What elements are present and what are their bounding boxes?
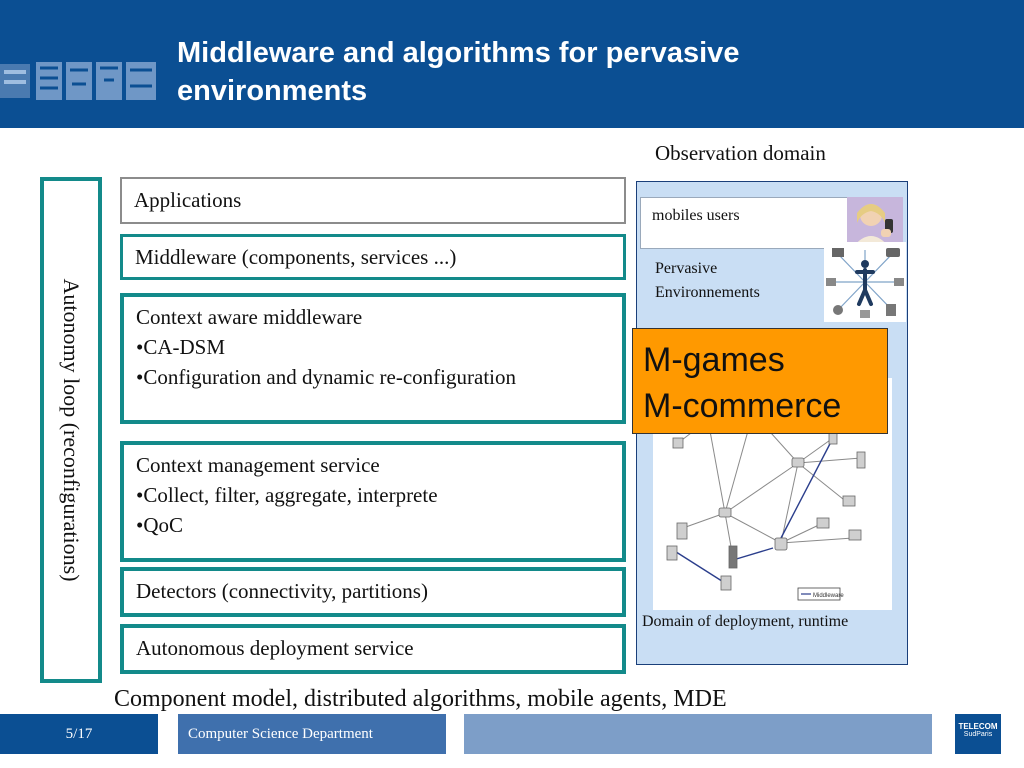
logo-line2: SudParis bbox=[963, 731, 993, 738]
school-logo-icon bbox=[0, 62, 156, 100]
deployment-layer: Autonomous deployment service bbox=[120, 624, 626, 674]
footer-department-bar bbox=[178, 714, 446, 754]
deployment-domain-label: Domain of deployment, runtime bbox=[642, 613, 849, 630]
mobile-user-person-icon bbox=[847, 197, 903, 247]
detectors-label: Detectors (connectivity, partitions) bbox=[136, 579, 428, 603]
footer-right-bar bbox=[464, 714, 932, 754]
context-management-layer: Context management service •Collect, fil… bbox=[120, 441, 626, 562]
pervasive-line1: Pervasive bbox=[655, 260, 718, 277]
context-management-item: •Collect, filter, aggregate, interprete bbox=[136, 483, 438, 507]
pervasive-line2: Environnements bbox=[655, 284, 760, 301]
telecom-sudparis-logo: TELECOM SudParis bbox=[955, 714, 1001, 754]
logo-line1: TELECOM bbox=[958, 722, 998, 731]
m-games-callout: M-games M-commerce bbox=[632, 328, 888, 434]
middleware-label: Middleware (components, services ...) bbox=[135, 245, 457, 269]
slide-title-line2: environments bbox=[177, 75, 368, 107]
context-aware-title: Context aware middleware bbox=[136, 305, 363, 329]
observation-domain-title: Observation domain bbox=[655, 141, 826, 165]
detectors-layer: Detectors (connectivity, partitions) bbox=[120, 567, 626, 617]
mobiles-users-label: mobiles users bbox=[652, 207, 740, 224]
pervasive-environments-label: Pervasive Environnements bbox=[655, 257, 760, 305]
context-aware-middleware-layer: Context aware middleware •CA-DSM •Config… bbox=[120, 293, 626, 424]
page-number: 5/17 bbox=[65, 726, 93, 742]
context-aware-item: •CA-DSM bbox=[136, 335, 226, 359]
m-commerce-label: M-commerce bbox=[643, 387, 842, 425]
middleware-layer: Middleware (components, services ...) bbox=[120, 234, 626, 280]
context-aware-item: •Configuration and dynamic re-configurat… bbox=[136, 365, 516, 389]
slide-title-line1: Middleware and algorithms for pervasive bbox=[177, 37, 740, 69]
network-graph-icon: Middleware bbox=[666, 387, 866, 601]
applications-layer: Applications bbox=[120, 177, 626, 224]
network-legend-label: Middleware bbox=[813, 593, 844, 599]
autonomy-loop-label: Autonomy loop (reconfigurations) bbox=[59, 278, 84, 582]
applications-label: Applications bbox=[134, 188, 242, 212]
m-games-label: M-games bbox=[643, 341, 785, 379]
deployment-label: Autonomous deployment service bbox=[136, 636, 414, 660]
footer-page-bar bbox=[0, 714, 158, 754]
autonomy-loop-box: Autonomy loop (reconfigurations) bbox=[40, 177, 102, 683]
slide-title: Middleware and algorithms for pervasive … bbox=[177, 34, 977, 110]
department-label: Computer Science Department bbox=[188, 726, 373, 742]
bottom-caption: Component model, distributed algorithms,… bbox=[114, 686, 727, 712]
pervasive-devices-icon bbox=[824, 242, 906, 322]
slide-header bbox=[0, 0, 1024, 128]
context-management-item: •QoC bbox=[136, 513, 184, 537]
context-management-title: Context management service bbox=[136, 453, 380, 477]
